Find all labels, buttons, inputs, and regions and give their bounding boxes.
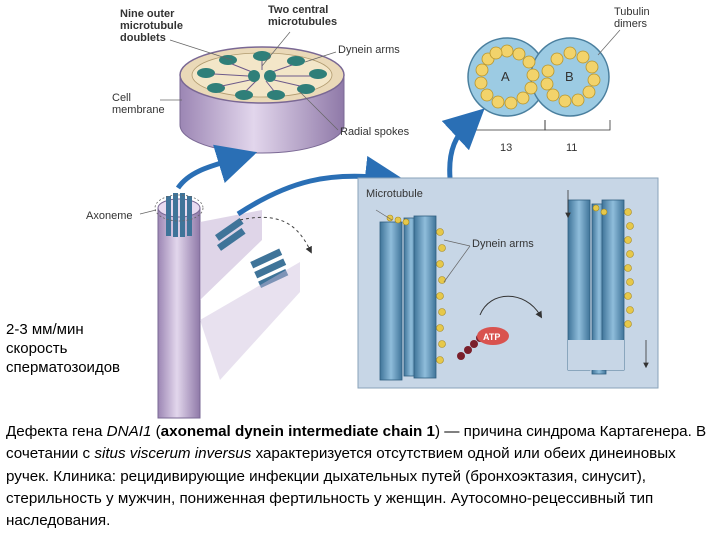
label-dynein-arms-top: Dynein arms [338,44,400,56]
arrow-to-panel [236,155,405,217]
label-two-central-microtubules: Two central microtubules [268,4,338,28]
label-tubule-a: A [501,69,510,84]
outer-doublets [197,51,327,100]
label-tubulin-dimers: Tubulin dimers [614,6,650,30]
central-pair [248,70,276,82]
label-cell-membrane: Cell membrane [112,92,165,116]
label-count-a: 13 [500,142,513,154]
tubulin-ring-a [474,44,540,110]
tubulin-doublet [467,29,621,131]
radial-spokes-lines [213,61,310,92]
axoneme-diagram [139,29,659,419]
dynein-panel [357,177,659,389]
arrow-to-dimers [441,108,485,179]
gene-name: DNAI1 [106,423,152,440]
axoneme-cross-section [179,46,345,154]
label-dynein-arms-panel: Dynein arms [472,238,534,250]
label-count-b: 11 [566,142,578,154]
leader-lines-top [160,31,339,131]
label-microtubule: Microtubule [366,188,423,200]
label-radial-spokes: Radial spokes [340,126,410,138]
dynein-arms-right [592,204,634,328]
para-part-3: ) — причина синдрома Картагенера. В соче… [6,423,707,463]
dynein-arms-left [386,214,446,364]
para-part-2: ( [151,423,161,440]
label-nine-outer-doublets: Nine outer microtubule doublets [120,8,183,44]
atp-badge [477,327,509,345]
sperm-speed-text: 2-3 мм/мин скорость сперматозоидов [6,320,146,377]
para-part-4: характеризуется отсутствием одной или об… [6,445,676,530]
arrow-to-cross-section [175,144,258,190]
gene-full-name: axonemal dynein intermediate chain 1 [160,423,435,440]
situs-term: situs viscerum inversus [94,445,252,463]
para-part-1: Дефекта гена [6,423,107,440]
label-tubule-b: B [565,69,574,84]
tubulin-ring-b [540,46,601,108]
description-paragraph: Дефекта гена DNAI1 (axonemal dynein inte… [6,421,716,532]
sperm-speed-value: 2-3 мм/мин скорость сперматозоидов [6,321,121,376]
label-axoneme: Axoneme [86,210,133,222]
label-atp: ATP [483,332,501,342]
axoneme-cylinder [139,193,312,419]
